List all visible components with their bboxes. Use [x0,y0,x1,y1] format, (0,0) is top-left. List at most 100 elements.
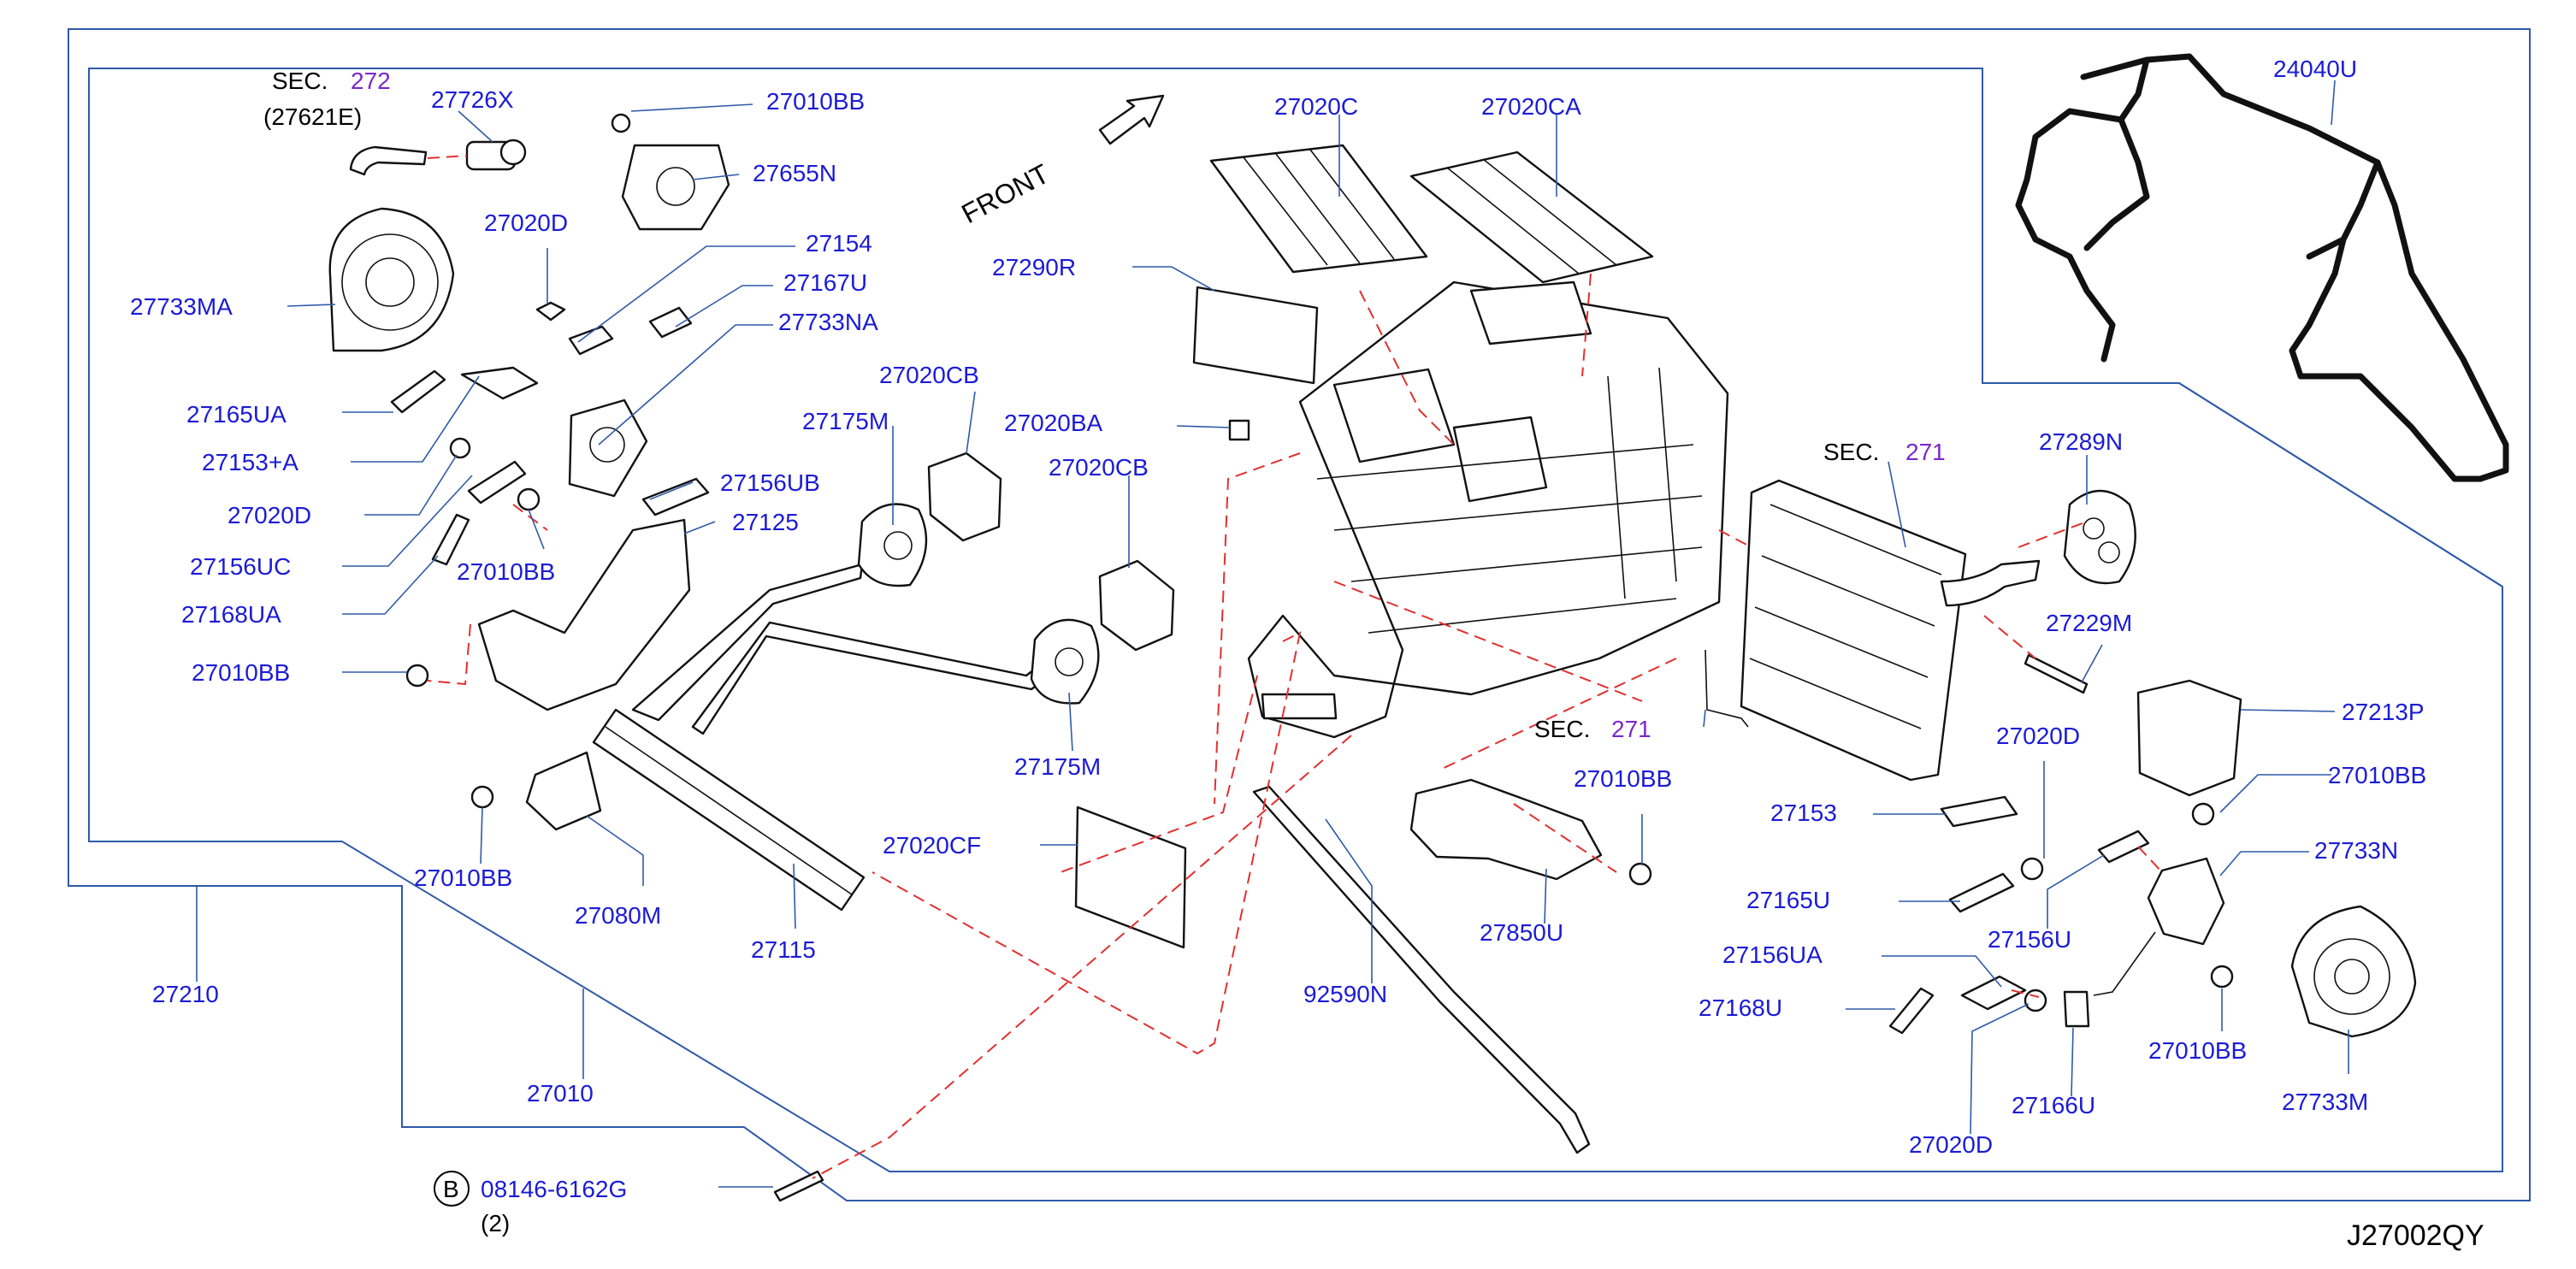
motor-27733m [2290,905,2417,1038]
part-label[interactable]: 27156UB [720,469,820,496]
part-27154 [568,325,614,356]
part-label[interactable]: 27213P [2342,699,2425,725]
harness-24040u [2015,53,2509,482]
svg-text:SEC.: SEC. [1534,716,1590,742]
part-27020d-a [535,301,566,322]
sec-ref-271-evaporator[interactable]: SEC. 271 [1823,439,1946,465]
part-label[interactable]: 27020D [1909,1131,1993,1158]
part-27167u [648,306,693,339]
part-label[interactable]: 27020CB [1049,454,1149,481]
part-label[interactable]: 27020D [484,210,568,236]
part-label[interactable]: 27020D [227,502,311,528]
part-label[interactable]: 27229M [2046,610,2132,636]
hose-92590n [1252,785,1591,1154]
sec-ref-272[interactable]: SEC. 272 (27621E) [263,68,391,130]
part-27020d-b [449,437,471,459]
part-label[interactable]: 27010BB [766,88,865,115]
part-label[interactable]: 27020CF [883,832,981,859]
circle-b-letter: B [443,1176,459,1202]
front-arrow-icon [1098,94,1165,145]
part-label[interactable]: 27733NA [778,309,878,335]
part-label[interactable]: 27156U [1988,926,2071,953]
screw-27010bb-e [2210,965,2234,989]
part-label[interactable]: 27733N [2314,837,2398,864]
part-27020d-c [2020,857,2044,881]
part-27168u [1888,987,1935,1035]
part-label[interactable]: 27175M [1014,753,1101,780]
part-label[interactable]: 27166U [2012,1092,2095,1118]
part-label[interactable]: 27290R [992,254,1076,280]
part-27156uc [467,460,527,505]
part-label[interactable]: 27156UC [190,553,291,580]
part-label[interactable]: 27154 [806,230,872,257]
part-label[interactable]: 27010BB [414,865,512,891]
part-label[interactable]: 27156UA [1722,941,1823,968]
part-label[interactable]: 27733MA [130,293,233,320]
duct-27850u [1409,778,1603,881]
motor-27733ma [328,207,455,352]
part-label[interactable]: 27165U [1746,887,1830,913]
filter-27020cb-b [1098,559,1175,652]
part-label[interactable]: 27125 [732,509,799,535]
part-label[interactable]: 27010BB [2328,762,2426,788]
filter-27020cb-a [927,452,1002,542]
part-label[interactable]: 27726X [431,86,514,113]
leader-lines [196,80,2349,1188]
part-label[interactable]: 27733M [2282,1089,2368,1115]
part-label[interactable]: 27010BB [192,659,290,686]
part-label[interactable]: 27020BA [1004,410,1103,436]
part-label[interactable]: 27020D [1996,723,2080,749]
part-27153a [460,366,539,400]
part-label[interactable]: 27010BB [2148,1037,2247,1064]
actuator-27655n [611,113,730,231]
part-label[interactable]: 92590N [1303,981,1387,1007]
bolt-callout-part[interactable]: 08146-6162G [481,1176,627,1202]
svg-text:272: 272 [351,68,391,94]
fan-27175m-b [1030,618,1100,705]
diagram-code: J27002QY [2347,1219,2484,1252]
screw-27010bb-d [2191,802,2215,826]
sec-ref-271-sensor[interactable]: SEC. 271 [1534,716,1651,742]
part-label[interactable]: 27167U [783,269,867,296]
fitting-27726x [465,139,527,171]
front-label: FRONT [956,158,1054,230]
part-label[interactable]: 24040U [2273,56,2357,82]
bolt-callout[interactable]: B 08146-6162G (2) [434,1171,627,1237]
part-label[interactable]: 27010BB [457,558,555,585]
part-label[interactable]: 27165UA [186,401,287,428]
part-label[interactable]: 27020CB [879,362,979,388]
svg-text:SEC.: SEC. [272,68,328,94]
bolt-08146-6162g [773,1170,824,1202]
hvac-unit-main [1247,280,1729,739]
actuator-27080m [470,751,602,831]
part-label[interactable]: 27020C [1274,93,1358,120]
part-label[interactable]: 27080M [575,902,661,929]
svg-text:SEC.: SEC. [1823,439,1879,465]
screw-27010bb-b [405,664,429,688]
part-label[interactable]: 27289N [2039,428,2123,455]
part-label[interactable]: 27210 [152,981,219,1007]
sheet-27290r [1192,286,1319,385]
panel-27020cf [1074,806,1187,949]
screw-27010bb-c [1628,862,1652,886]
part-label[interactable]: 27153 [1770,800,1837,826]
assembly-dashed-lines [427,155,2163,1179]
frame-27210 [68,28,2531,1201]
svg-text:271: 271 [1905,439,1946,465]
part-label[interactable]: 27020CA [1481,93,1581,120]
part-label[interactable]: 27175M [802,408,889,434]
bolt-27229m [2024,653,2089,694]
part-label[interactable]: 27153+A [202,449,298,475]
part-label[interactable]: 27850U [1480,919,1563,946]
part-label[interactable]: 27115 [751,936,816,963]
part-label[interactable]: 27655N [753,160,836,186]
sensor-sec271 [1705,649,1749,728]
screw-27010bb-a [517,487,541,511]
part-label[interactable]: 27168U [1699,995,1782,1021]
part-label[interactable]: 27010 [527,1080,594,1107]
actuator-27733na [568,398,648,498]
filter-27020c [1209,144,1428,274]
part-label[interactable]: 27010BB [1574,765,1672,792]
part-label[interactable]: 27168UA [181,601,281,628]
